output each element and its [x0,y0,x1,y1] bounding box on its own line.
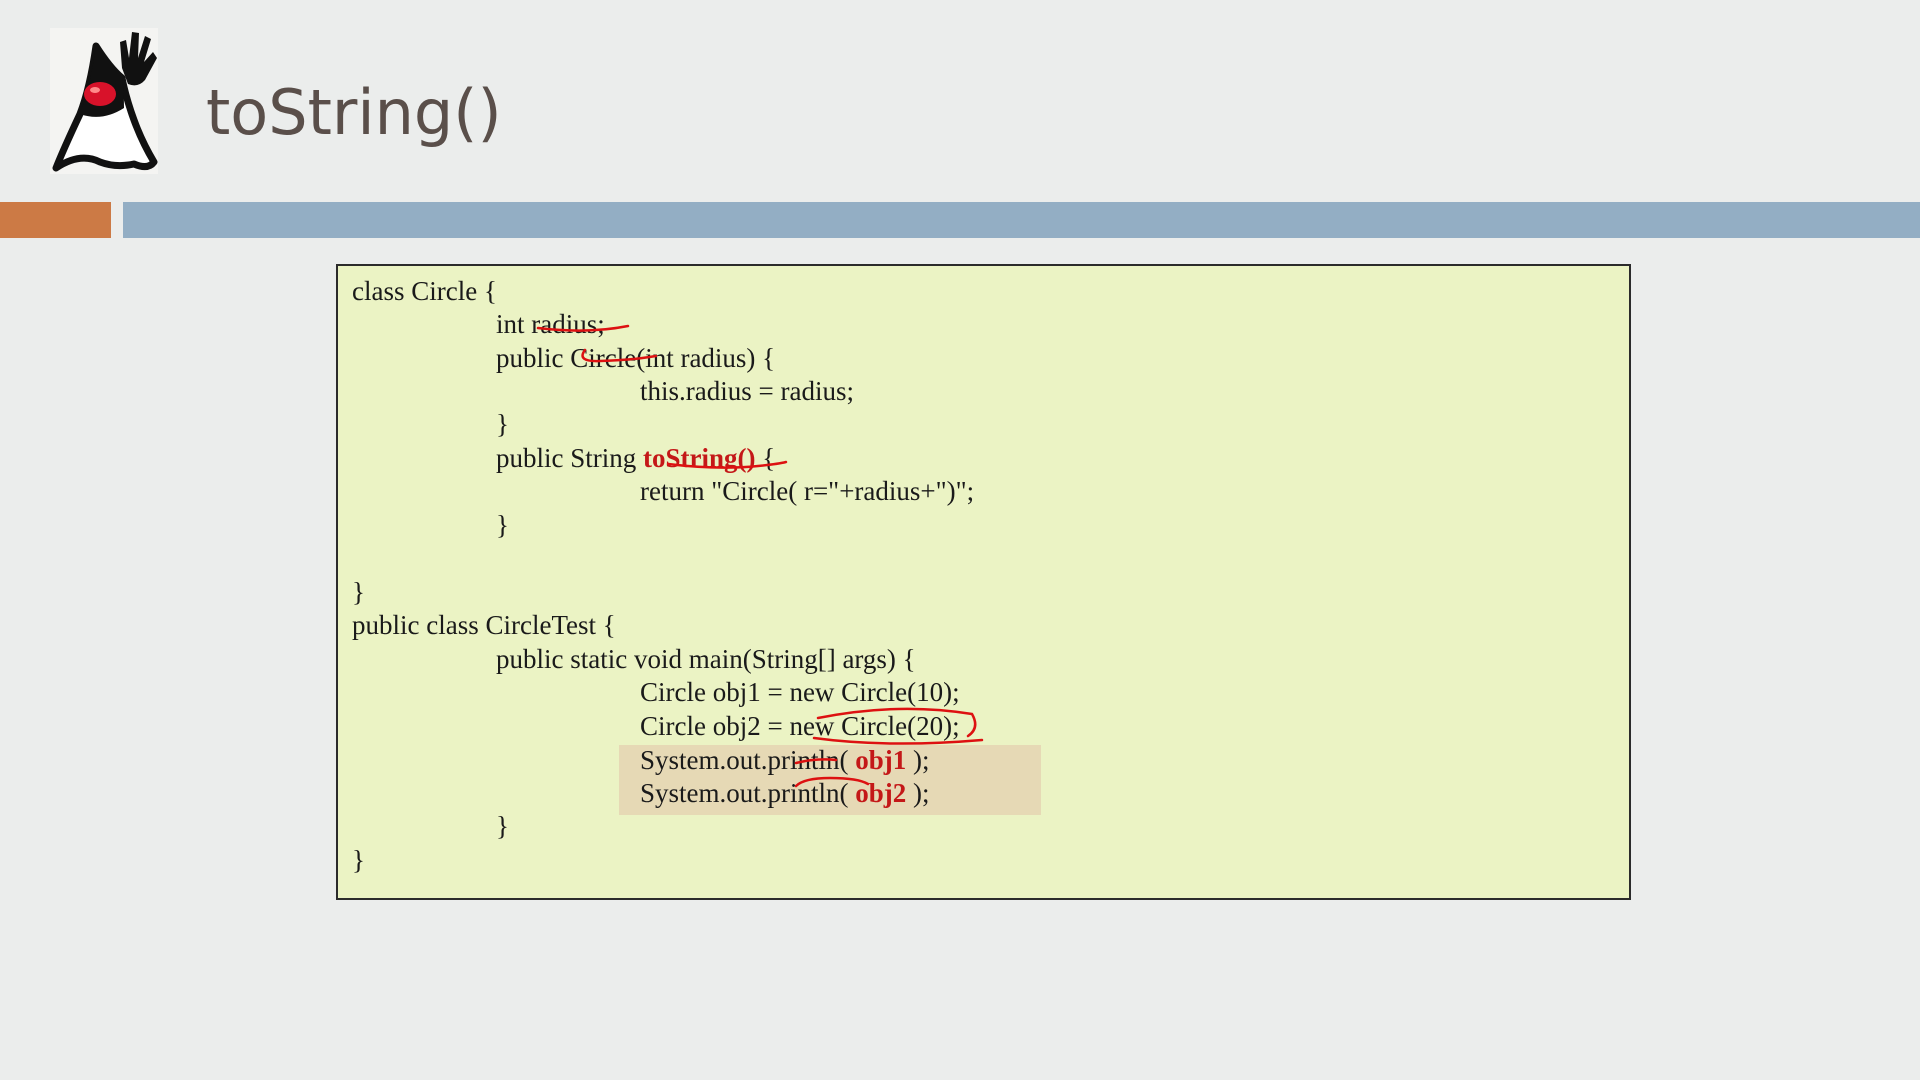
title-underline-bar [123,202,1920,238]
code-line: return "Circle( r="+radius+")"; [640,476,975,506]
java-duke-logo [50,28,158,174]
code-line: System.out.println( obj2 ); [640,778,930,808]
code-line: public class CircleTest { [352,610,616,640]
code-line: class Circle { [352,276,497,306]
code-block: class Circle { int radius; public Circle… [336,264,1631,900]
java-duke-mascot-icon [50,28,158,174]
accent-bar [0,202,111,238]
code-line: System.out.println( obj1 ); [640,745,930,775]
code-line: } [496,510,509,540]
code-line: int radius; [496,309,605,339]
code-line: Circle obj1 = new Circle(10); [640,677,960,707]
code-line: public String toString() { [496,443,776,473]
code-line: } [496,811,509,841]
obj2-argument: obj2 [855,778,907,808]
obj1-argument: obj1 [855,745,907,775]
slide-title: toString() [206,76,502,149]
code-line: public static void main(String[] args) { [496,644,916,674]
code-line: } [352,577,365,607]
code-line: public Circle(int radius) { [496,343,776,373]
code-line: Circle obj2 = new Circle(20); [640,711,960,741]
tostring-method-name: toString() [643,443,756,473]
code-line: this.radius = radius; [640,376,854,406]
code-line: } [496,409,509,439]
code-line: } [352,845,365,875]
